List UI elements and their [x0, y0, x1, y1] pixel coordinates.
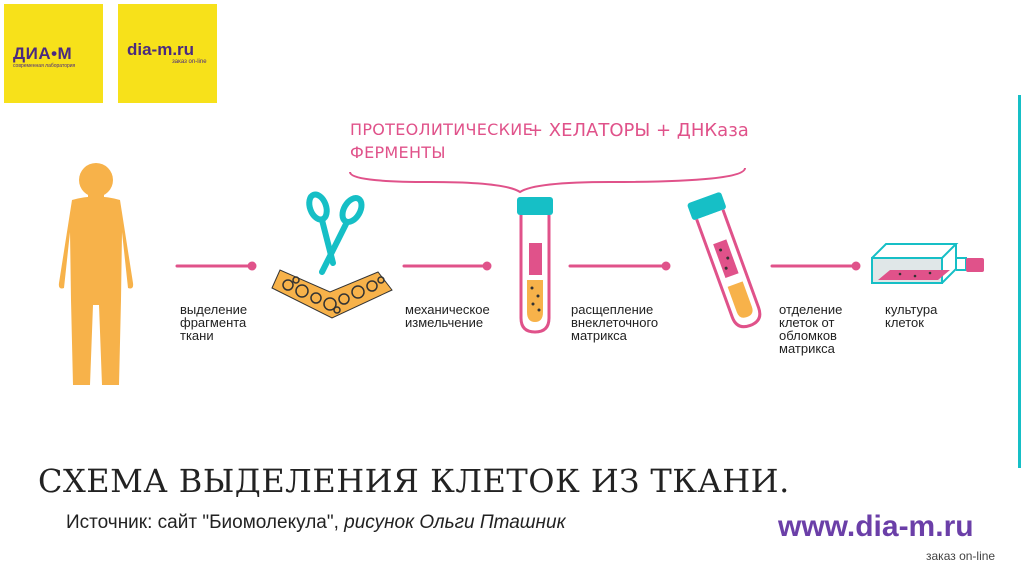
- step-label-mechanical: механическое измельчение: [405, 302, 490, 330]
- annotation-additives: + ХЕЛАТОРЫ + ДНКаза: [528, 120, 749, 141]
- test-tube-icon: [517, 197, 553, 334]
- source-author: рисунок Ольги Пташник: [344, 512, 566, 533]
- annotation-brace: [349, 167, 746, 194]
- source-prefix: Источник: сайт "Биомолекула",: [66, 512, 345, 533]
- culture-flask-icon: [871, 243, 984, 284]
- slide-title: СХЕМА ВЫДЕЛЕНИЯ КЛЕТОК ИЗ ТКАНИ.: [38, 462, 790, 500]
- shop-logo-name: dia-m.ru: [127, 40, 195, 59]
- scissors-icon: [306, 191, 365, 275]
- step-label-digestion: расщепление внеклеточного матрикса: [571, 302, 659, 343]
- step-label-tissue: выделение фрагмента ткани: [180, 302, 248, 343]
- annotation-enzymes-2: ФЕРМЕНТЫ: [350, 143, 446, 162]
- source-caption: Источник: сайт "Биомолекула", рисунок Ол…: [66, 512, 566, 534]
- shop-logo-tagline: заказ on-line: [172, 59, 207, 65]
- tilted-test-tube-icon: [687, 192, 762, 329]
- accent-bar: [1018, 95, 1021, 468]
- tissue-fragment-icon: [271, 269, 393, 319]
- footer-tagline: заказ on-line: [926, 549, 996, 563]
- logo-tagline: современная лаборатория: [13, 63, 76, 69]
- shop-logo[interactable]: dia-m.ru заказ on-line: [118, 4, 217, 103]
- human-figure-icon: [58, 163, 134, 385]
- step-label-culture: культура клеток: [885, 302, 938, 330]
- footer-site-link[interactable]: www.dia-m.ru: [778, 510, 974, 543]
- cell-isolation-diagram: [58, 163, 984, 385]
- logo-name: ДИА•М: [13, 44, 73, 63]
- dia-m-logo[interactable]: ДИА•М современная лаборатория: [4, 4, 103, 103]
- annotation-enzymes: ПРОТЕОЛИТИЧЕСКИЕ: [350, 120, 533, 139]
- step-label-separation: отделение клеток от обломков матрикса: [779, 302, 843, 356]
